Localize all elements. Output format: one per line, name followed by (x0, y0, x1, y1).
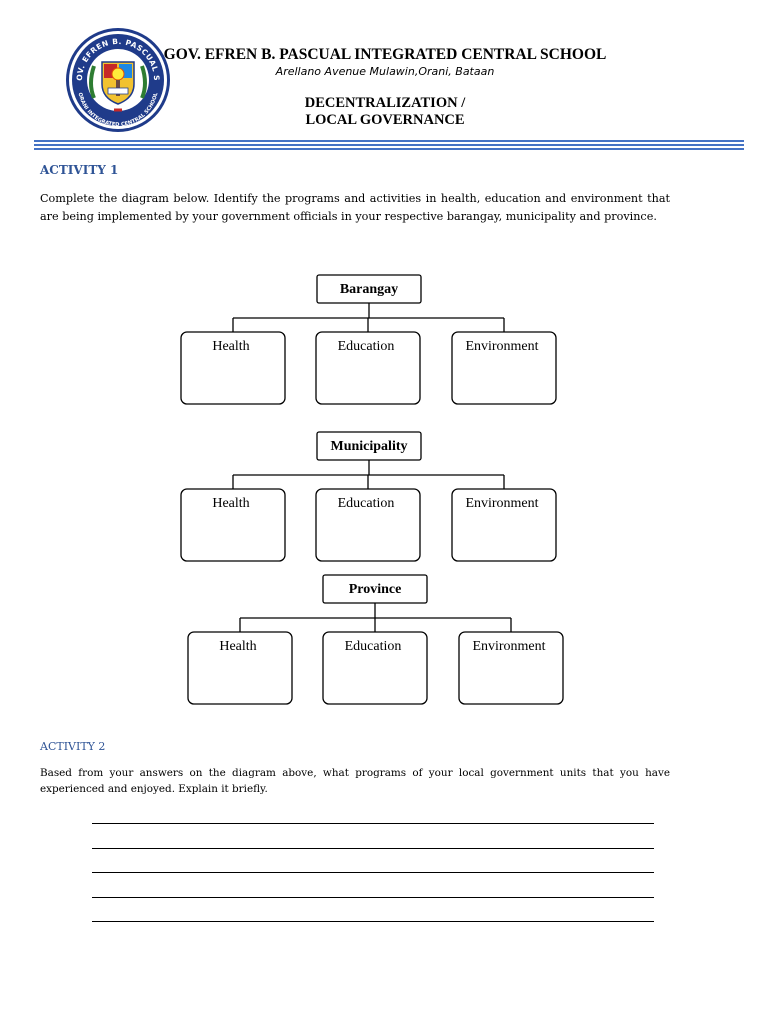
category-label: Health (219, 639, 256, 654)
activity-1-instructions: Complete the diagram below. Identify the… (40, 192, 670, 223)
category-label: Education (338, 339, 395, 354)
school-address: Arellano Avenue Mulawin,Orani, Bataan (275, 65, 495, 78)
category-label: Health (212, 339, 249, 354)
category-label: Health (212, 496, 249, 511)
category-label: Environment (465, 496, 538, 511)
answer-box-environment (458, 631, 564, 705)
answer-line[interactable] (92, 848, 654, 849)
level-label: Barangay (340, 282, 398, 297)
header-rule (34, 148, 744, 150)
category-label: Environment (472, 639, 545, 654)
level-label: Province (349, 582, 402, 597)
answer-line[interactable] (92, 823, 654, 824)
answer-box-environment (451, 488, 557, 562)
answer-box-education (315, 331, 421, 405)
answer-box-environment (451, 331, 557, 405)
answer-box-education (315, 488, 421, 562)
answer-box-health (180, 331, 286, 405)
answer-line[interactable] (92, 921, 654, 922)
title-line-1: DECENTRALIZATION / (304, 95, 466, 111)
header-rule (34, 140, 744, 142)
answer-box-health (180, 488, 286, 562)
category-label: Education (345, 639, 402, 654)
answer-line[interactable] (92, 897, 654, 898)
activity-1-heading: ACTIVITY 1 (40, 163, 119, 177)
school-seal-icon: GOV. EFREN B. PASCUAL SR ORANI INTEGRATE… (64, 26, 170, 132)
activity-2-instructions: Based from your answers on the diagram a… (40, 767, 670, 795)
level-label: Municipality (330, 439, 407, 454)
answer-box-education (322, 631, 428, 705)
activity-2-heading: ACTIVITY 2 (40, 740, 106, 753)
category-label: Environment (465, 339, 538, 354)
answer-line[interactable] (92, 872, 654, 873)
title-line-2: LOCAL GOVERNANCE (305, 112, 465, 128)
header-rule (34, 144, 744, 146)
answer-box-health (187, 631, 293, 705)
document-title: DECENTRALIZATION / LOCAL GOVERNANCE (150, 95, 620, 129)
school-name: GOV. EFREN B. PASCUAL INTEGRATED CENTRAL… (163, 46, 607, 63)
category-label: Education (338, 496, 395, 511)
